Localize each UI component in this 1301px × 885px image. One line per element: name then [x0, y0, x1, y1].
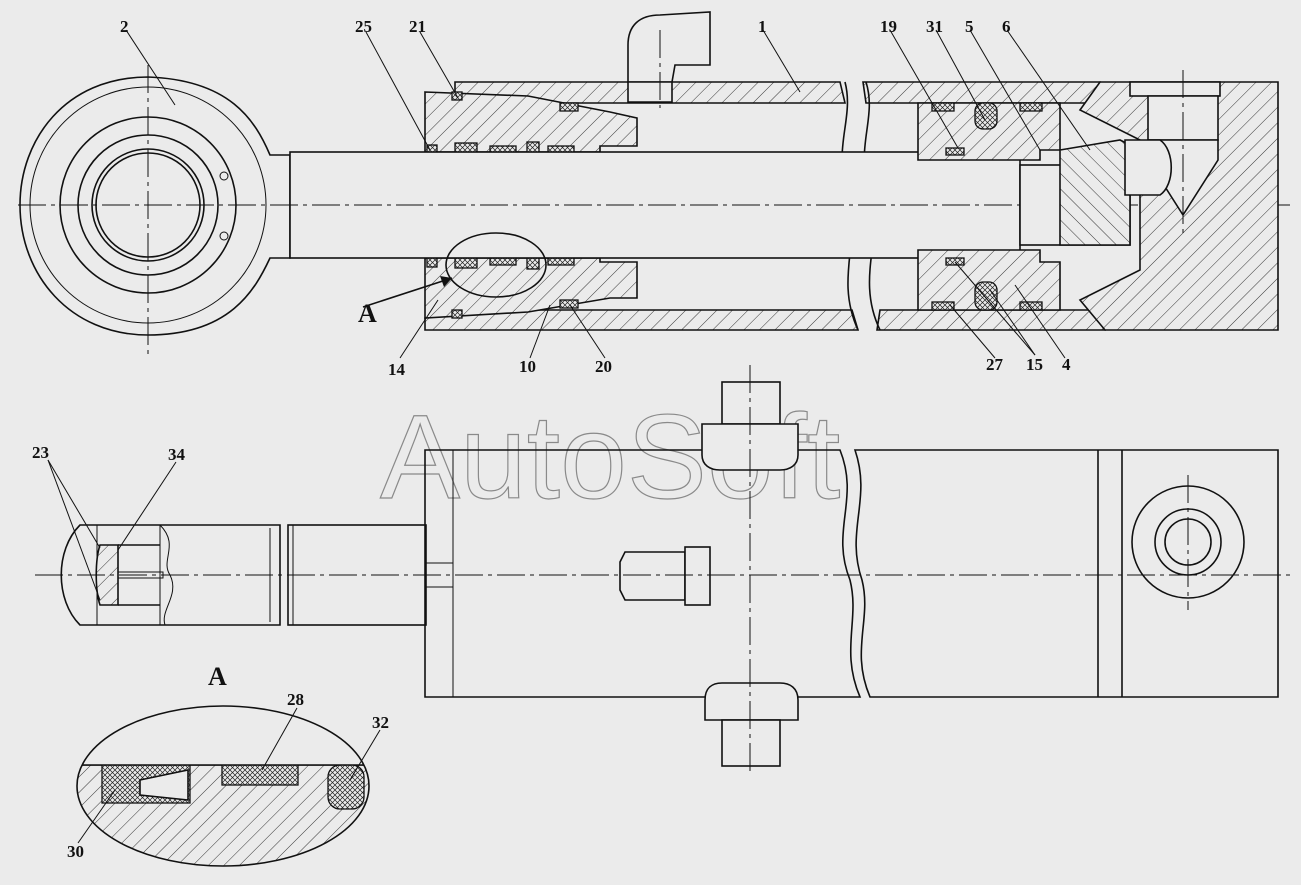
callout-19: 19 [880, 17, 897, 36]
callout-6: 6 [1002, 17, 1011, 36]
callout-23: 23 [32, 443, 49, 462]
callout-2: 2 [120, 17, 129, 36]
callout-20: 20 [595, 357, 612, 376]
callout-5: 5 [965, 17, 974, 36]
detail-label-a: A [208, 662, 227, 691]
rod-eye [19, 65, 291, 355]
callout-1: 1 [758, 17, 767, 36]
top-section-view: A 2 25 21 1 19 31 5 6 14 10 20 [18, 11, 1290, 379]
callout-25: 25 [355, 17, 372, 36]
callout-21: 21 [409, 17, 426, 36]
callout-4: 4 [1062, 355, 1071, 374]
callout-10: 10 [519, 357, 536, 376]
section-label-a: A [358, 299, 377, 328]
callout-31: 31 [926, 17, 943, 36]
callout-32: 32 [372, 713, 389, 732]
detail-a-view: A 28 32 30 [67, 662, 389, 867]
callout-34: 34 [168, 445, 186, 464]
callout-27: 27 [986, 355, 1004, 374]
bottom-exterior-view: 23 34 [32, 365, 1290, 775]
callout-30: 30 [67, 842, 84, 861]
callout-15: 15 [1026, 355, 1043, 374]
callout-28: 28 [287, 690, 304, 709]
callout-14: 14 [388, 360, 406, 379]
